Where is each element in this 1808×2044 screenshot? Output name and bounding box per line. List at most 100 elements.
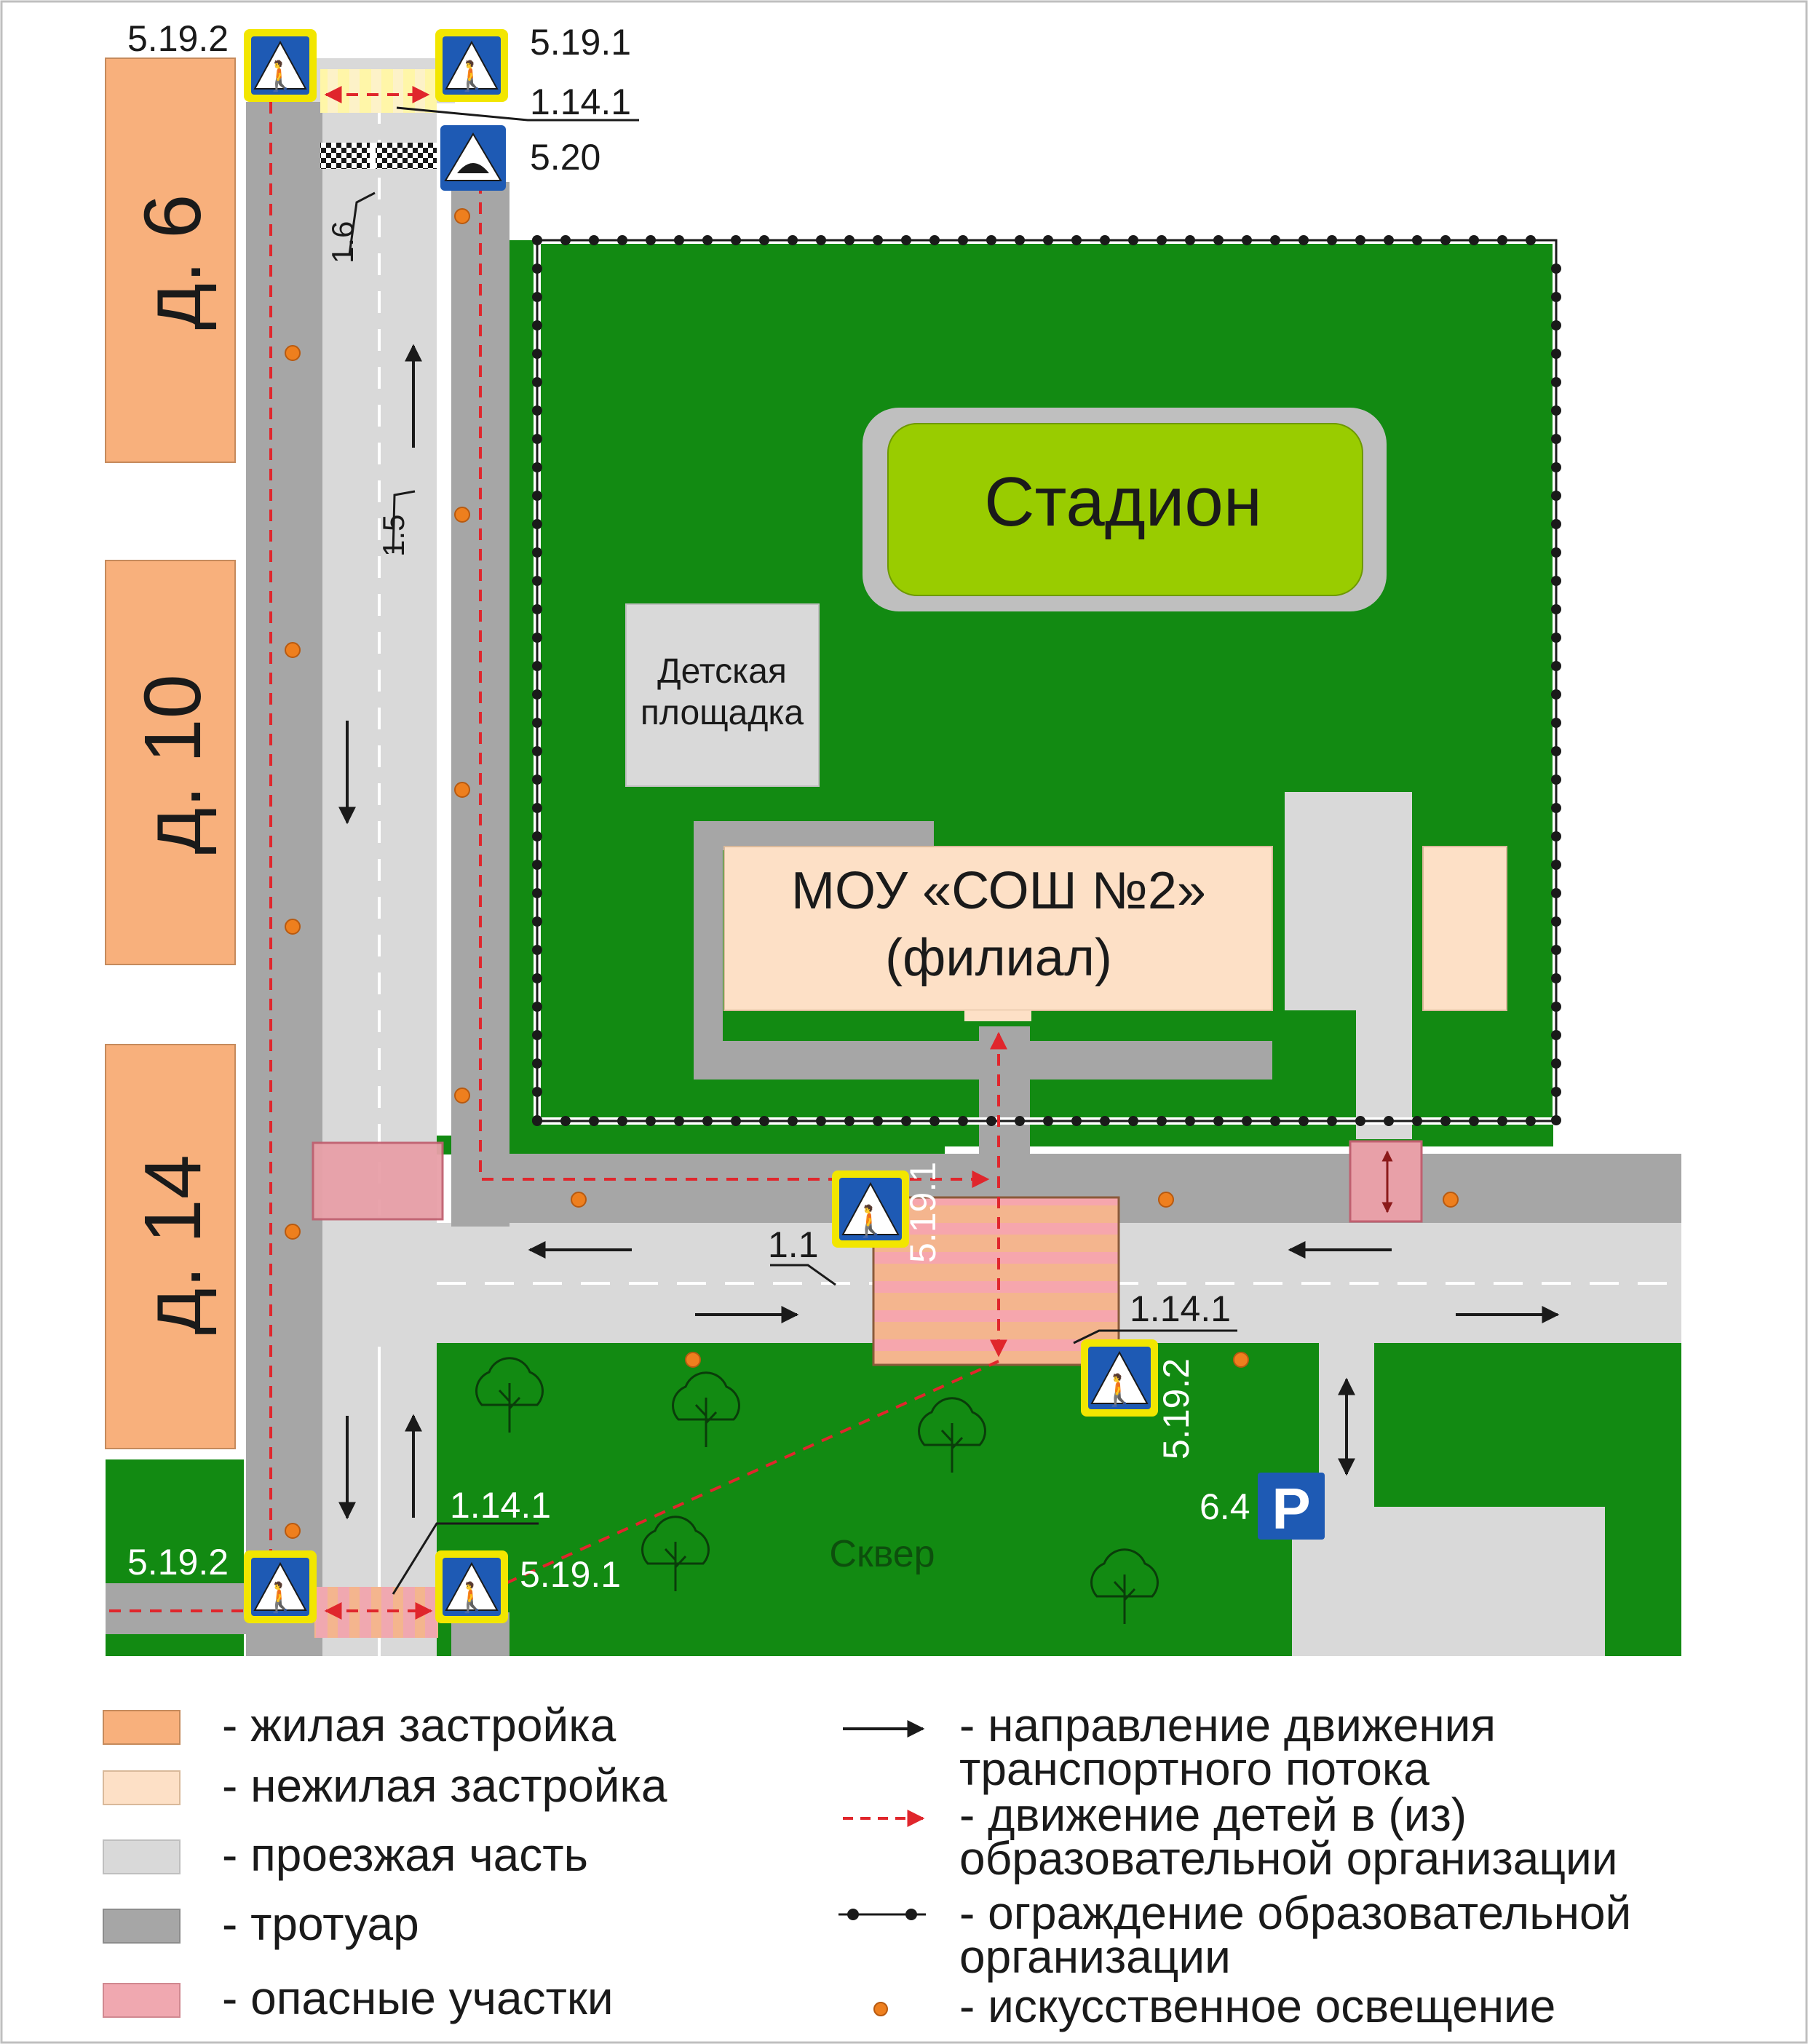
- fence-post: [532, 860, 542, 870]
- fence-post: [929, 235, 940, 245]
- school-walkway-top: [694, 821, 934, 850]
- fence-post: [1551, 945, 1561, 955]
- fence-post: [1440, 235, 1451, 245]
- lamp-icon: [454, 507, 470, 523]
- fence-post: [674, 1116, 684, 1126]
- fence-post: [788, 1116, 798, 1126]
- fence-post: [1298, 235, 1309, 245]
- fence-post: [901, 235, 911, 245]
- fence-post: [532, 604, 542, 614]
- fence-post: [1157, 235, 1167, 245]
- fence-post: [532, 320, 542, 330]
- legend-text-traffic-2: транспортного потока: [959, 1743, 1430, 1795]
- leader-15: [392, 490, 416, 554]
- house-6: [105, 58, 236, 463]
- leader-lines: [348, 106, 1237, 1595]
- label-bottom-right-sign: 5.19.1: [520, 1554, 621, 1595]
- fence-post: [532, 377, 542, 387]
- fence-post: [731, 1116, 741, 1126]
- fence-post: [1551, 888, 1561, 898]
- sign-speed-bump: [440, 125, 506, 191]
- speed-bump-gap: [370, 143, 376, 169]
- sign-school-crossing-2: 🚶: [1081, 1339, 1158, 1417]
- legend-swatch-residential: [103, 1710, 181, 1745]
- legend-text-danger: - опасные участки: [222, 1972, 614, 2024]
- lamp-icon: [685, 1352, 701, 1368]
- legend-fence-post: [905, 1909, 917, 1920]
- house-10-label: д. 10: [128, 674, 218, 855]
- tree-icon: [918, 1397, 986, 1473]
- fence-post: [532, 1115, 542, 1125]
- fence-post: [1551, 264, 1561, 274]
- sign-parking: P: [1258, 1473, 1325, 1541]
- legend: - жилая застройка - нежилая застройка - …: [103, 1699, 1631, 2032]
- fence-post: [532, 264, 542, 274]
- fence-post: [929, 1116, 940, 1126]
- fence-post: [1327, 1116, 1337, 1126]
- fence-post: [674, 235, 684, 245]
- fence-post: [1526, 235, 1536, 245]
- fence-post: [1551, 1087, 1561, 1097]
- fence-post: [844, 235, 855, 245]
- fence-post: [1412, 1116, 1422, 1126]
- label-top-marking: 1.14.1: [530, 82, 631, 122]
- fence-post: [901, 1116, 911, 1126]
- lamp-icon: [454, 1088, 470, 1104]
- fence-post: [532, 916, 542, 927]
- fence-post: [759, 1116, 769, 1126]
- school-annex: [1422, 846, 1507, 1011]
- fence-post: [759, 235, 769, 245]
- residential-buildings: д. 6 д. 10 д. 14: [105, 58, 236, 1449]
- school-walkway-left: [694, 821, 723, 1080]
- bump-icon: [457, 163, 489, 173]
- fence-post: [873, 235, 883, 245]
- fence-post: [1551, 547, 1561, 558]
- legend-text-children-2: образовательной организации: [959, 1832, 1618, 1885]
- fence-post: [560, 1116, 571, 1126]
- label-speed-bump: 5.20: [530, 137, 600, 178]
- label-marking-15: 1.5: [376, 515, 411, 557]
- school-label-2: (филиал): [885, 929, 1112, 987]
- fence-post: [702, 1116, 713, 1126]
- school: МОУ «СОШ №2» (филиал): [723, 846, 1507, 1021]
- playground: Детская площадка: [625, 603, 820, 787]
- label-marking-16: 1.6: [325, 221, 360, 264]
- house-14: [105, 1044, 236, 1449]
- fence-post: [532, 235, 542, 245]
- fence-post: [532, 775, 542, 785]
- fence-post: [1043, 235, 1053, 245]
- fence-post: [1551, 434, 1561, 444]
- fence-post: [532, 405, 542, 416]
- pedestrian-icon: 🚶: [1101, 1372, 1138, 1408]
- fence-post: [1551, 831, 1561, 841]
- tree-icon: [475, 1357, 544, 1433]
- fence-post: [986, 235, 996, 245]
- school-building: [723, 846, 1273, 1011]
- legend-text-nonresidential: - нежилая застройка: [222, 1759, 667, 1812]
- sidewalk-left: [246, 102, 322, 1656]
- leader-top-marking: [396, 106, 639, 122]
- fence-post: [1270, 1116, 1280, 1126]
- fence-post: [532, 661, 542, 671]
- fence-post: [1355, 1116, 1365, 1126]
- fence-post: [532, 1087, 542, 1097]
- lamp-icon: [285, 1523, 301, 1539]
- pedestrian-icon: 🚶: [453, 1580, 490, 1614]
- fence-post: [532, 973, 542, 983]
- tree-icon: [672, 1371, 740, 1447]
- fence-post: [1551, 604, 1561, 614]
- fence-post: [1157, 1116, 1167, 1126]
- label-parking-code: 6.4: [1200, 1486, 1250, 1527]
- fence-post: [1551, 1058, 1561, 1069]
- fence-post: [532, 689, 542, 700]
- fence-post: [1551, 973, 1561, 983]
- fence-post: [1071, 1116, 1082, 1126]
- fence-post: [532, 1030, 542, 1040]
- fence-post: [958, 235, 968, 245]
- fence-post: [1551, 405, 1561, 416]
- fence-post: [1384, 235, 1394, 245]
- lamp-icon: [285, 642, 301, 658]
- pedestrian-icon: 🚶: [262, 1580, 298, 1614]
- fence-post: [1327, 235, 1337, 245]
